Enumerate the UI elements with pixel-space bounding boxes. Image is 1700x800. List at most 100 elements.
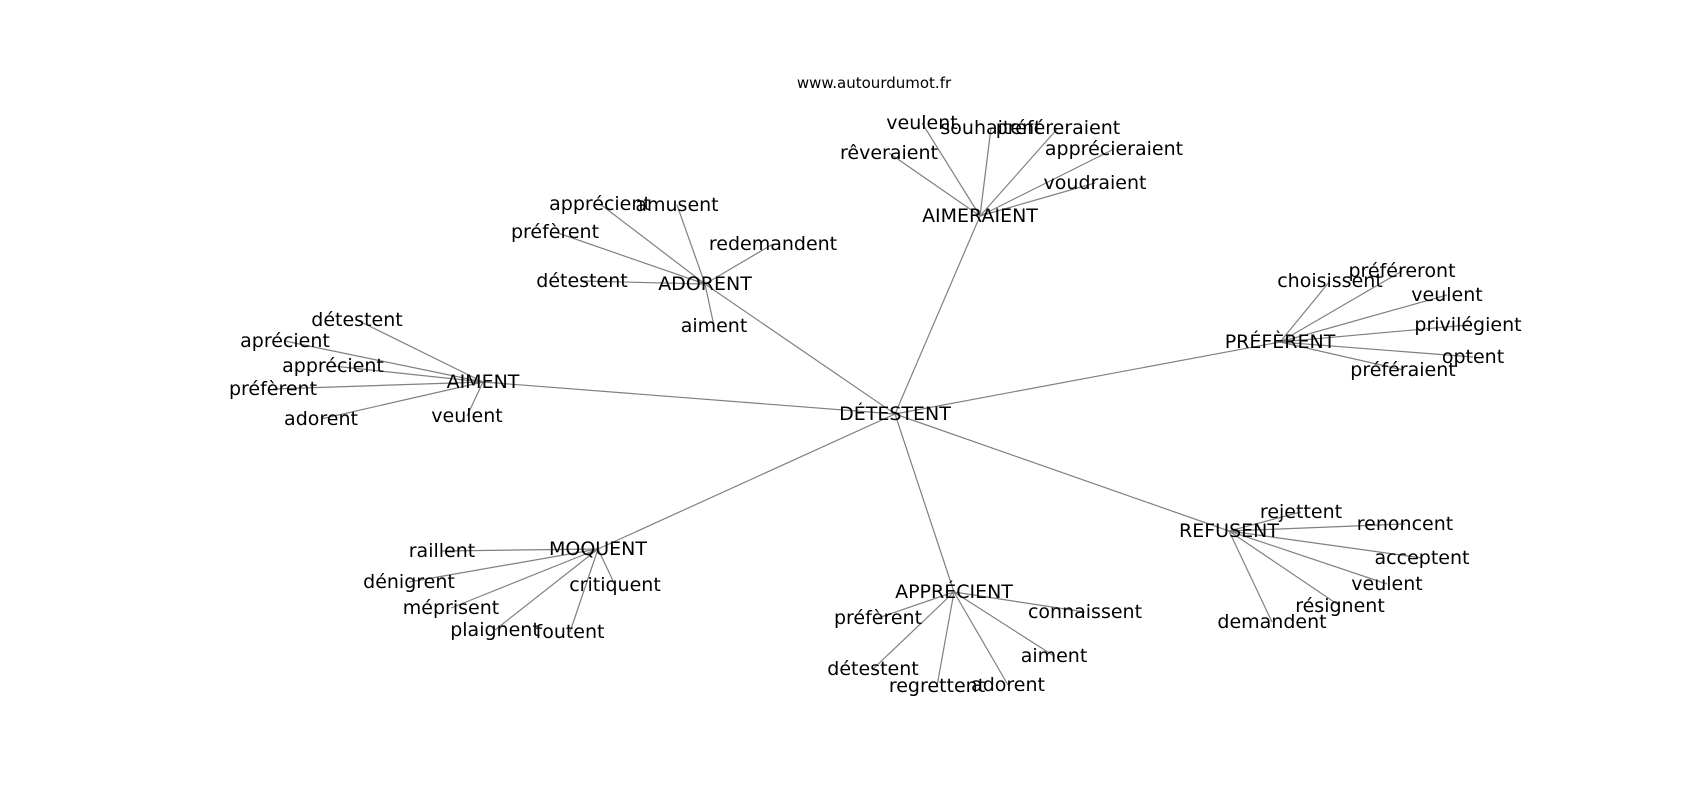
leaf-node-adorent-amusent: amusent xyxy=(635,194,718,216)
edge-aimeraient-voudraient xyxy=(979,182,1096,217)
edge-moquent-denigrent xyxy=(408,548,599,583)
graph-labels: DÉTESTENTAIMERAIENTveulentsouhaitentpréf… xyxy=(229,112,1522,697)
edge-moquent-plaignent xyxy=(494,548,599,631)
edge-aiment-aprecient xyxy=(284,340,484,383)
edge-apprecient-regrettent xyxy=(936,591,955,687)
leaf-node-adorent-redemandent: redemandent xyxy=(709,233,837,255)
edge-preferent-prefereront xyxy=(1279,270,1403,343)
leaf-node-moquent-critiquent: critiquent xyxy=(569,574,661,596)
leaf-node-moquent-meprisent: méprisent xyxy=(403,597,499,619)
center-node: DÉTESTENT xyxy=(839,402,951,425)
edge-center-aiment xyxy=(482,381,896,415)
leaf-node-adorent-preferent: préfèrent xyxy=(511,221,599,243)
leaf-node-apprecient-preferent: préfèrent xyxy=(834,607,922,629)
edge-refusent-renoncent xyxy=(1228,523,1406,532)
edge-center-refusent xyxy=(894,413,1230,532)
leaf-node-apprecient-regrettent: regrettent xyxy=(889,675,985,697)
edge-moquent-raillent xyxy=(441,548,599,552)
edge-center-apprecient xyxy=(894,413,955,593)
leaf-node-preferent-choisissent: choisissent xyxy=(1277,270,1383,292)
edge-aimeraient-prefereraient xyxy=(979,127,1059,217)
leaf-node-aimeraient-reveraient: rêveraient xyxy=(840,142,938,164)
edge-apprecient-detestent xyxy=(872,591,955,670)
edge-aiment-veulent xyxy=(466,381,484,417)
edge-adorent-redemandent xyxy=(704,243,774,285)
edge-aiment-adorent xyxy=(320,381,484,420)
leaf-node-preferent-prefereront: préféreront xyxy=(1348,260,1455,282)
leaf-node-aimeraient-veulent: veulent xyxy=(886,112,957,134)
leaf-node-refusent-renoncent: renoncent xyxy=(1357,513,1453,535)
edge-adorent-apprecient xyxy=(599,203,706,285)
edge-preferent-veulent xyxy=(1279,294,1448,343)
leaf-node-apprecient-adorent: adorent xyxy=(971,674,1045,696)
leaf-node-aimeraient-voudraient: voudraient xyxy=(1044,172,1147,194)
leaf-node-aiment-aprecient: aprécient xyxy=(240,330,330,352)
edge-preferent-privilegient xyxy=(1279,324,1469,343)
edge-aiment-preferent xyxy=(272,381,484,390)
leaf-node-apprecient-detestent: détestent xyxy=(827,658,918,680)
edge-refusent-veulent xyxy=(1228,530,1388,585)
leaf-node-preferent-optent: optent xyxy=(1442,346,1504,368)
leaf-node-aiment-detestent: détestent xyxy=(311,309,402,331)
leaf-node-refusent-acceptent: acceptent xyxy=(1375,547,1470,569)
source-url: www.autourdumot.fr xyxy=(797,74,952,92)
leaf-node-moquent-raillent: raillent xyxy=(409,540,475,562)
edge-refusent-rejettent xyxy=(1228,511,1302,532)
leaf-node-adorent-detestent: détestent xyxy=(536,270,627,292)
edge-refusent-acceptent xyxy=(1228,530,1423,559)
leaf-node-refusent-demandent: demandent xyxy=(1217,611,1326,633)
edge-aimeraient-reveraient xyxy=(888,152,981,217)
edge-preferent-optent xyxy=(1279,341,1474,358)
graph-edges xyxy=(272,122,1474,687)
edge-apprecient-connaissent xyxy=(953,591,1086,613)
edge-adorent-aiment xyxy=(704,283,715,327)
edge-refusent-demandent xyxy=(1228,530,1273,623)
edge-preferent-choisissent xyxy=(1279,280,1331,343)
leaf-node-moquent-foutent: foutent xyxy=(536,621,605,643)
leaf-node-preferent-preferaient: préféraient xyxy=(1350,359,1455,381)
leaf-node-aimeraient-prefereraient: préféreraient xyxy=(996,117,1121,139)
leaf-node-preferent-privilegient: privilégient xyxy=(1414,314,1521,336)
leaf-node-moquent-denigrent: dénigrent xyxy=(363,571,455,593)
edge-apprecient-aiment xyxy=(953,591,1055,657)
leaf-node-moquent-plaignent: plaignent xyxy=(450,619,540,641)
edge-center-adorent xyxy=(704,283,896,415)
edge-aiment-detestent xyxy=(356,319,484,383)
leaf-node-aimeraient-apprecieraient: apprécieraient xyxy=(1045,138,1183,160)
edge-aimeraient-souhaitent xyxy=(979,127,992,217)
hub-node-adorent: ADORENT xyxy=(658,273,752,295)
edge-aimeraient-veulent xyxy=(921,122,981,217)
edge-moquent-critiquent xyxy=(597,548,616,586)
leaf-node-adorent-aiment: aiment xyxy=(681,315,748,337)
edge-center-moquent xyxy=(597,413,896,550)
edge-apprecient-adorent xyxy=(953,591,1009,686)
leaf-node-aimeraient-souhaitent: souhaitent xyxy=(940,117,1041,139)
edge-center-aimeraient xyxy=(894,215,981,415)
leaf-node-aiment-apprecient: apprécient xyxy=(282,355,384,377)
hub-node-aiment: AIMENT xyxy=(447,371,520,393)
hub-node-moquent: MOQUENT xyxy=(549,538,647,560)
edge-adorent-amusent xyxy=(676,204,706,285)
leaf-node-preferent-veulent: veulent xyxy=(1411,284,1482,306)
edge-refusent-resignent xyxy=(1228,530,1341,607)
edge-aimeraient-apprecieraient xyxy=(979,148,1115,217)
edge-aiment-apprecient xyxy=(332,365,484,383)
leaf-node-apprecient-connaissent: connaissent xyxy=(1028,601,1142,623)
leaf-node-adorent-apprecient: apprécient xyxy=(549,193,651,215)
leaf-node-aiment-adorent: adorent xyxy=(284,408,358,430)
edge-apprecient-preferent xyxy=(877,591,955,619)
edge-adorent-detestent xyxy=(581,280,706,285)
leaf-node-aiment-veulent: veulent xyxy=(431,405,502,427)
edge-moquent-meprisent xyxy=(450,548,599,609)
leaf-node-refusent-resignent: résignent xyxy=(1295,595,1385,617)
edge-preferent-preferaient xyxy=(1279,341,1404,371)
leaf-node-apprecient-aiment: aiment xyxy=(1021,645,1088,667)
edge-center-preferent xyxy=(894,341,1281,415)
leaf-node-refusent-rejettent: rejettent xyxy=(1260,501,1342,523)
leaf-node-aiment-preferent: préfèrent xyxy=(229,378,317,400)
hub-node-aimeraient: AIMERAIENT xyxy=(922,205,1038,227)
edge-moquent-foutent xyxy=(569,548,599,633)
edge-adorent-preferent xyxy=(554,231,706,285)
hub-node-apprecient: APPRÉCIENT xyxy=(895,580,1013,603)
